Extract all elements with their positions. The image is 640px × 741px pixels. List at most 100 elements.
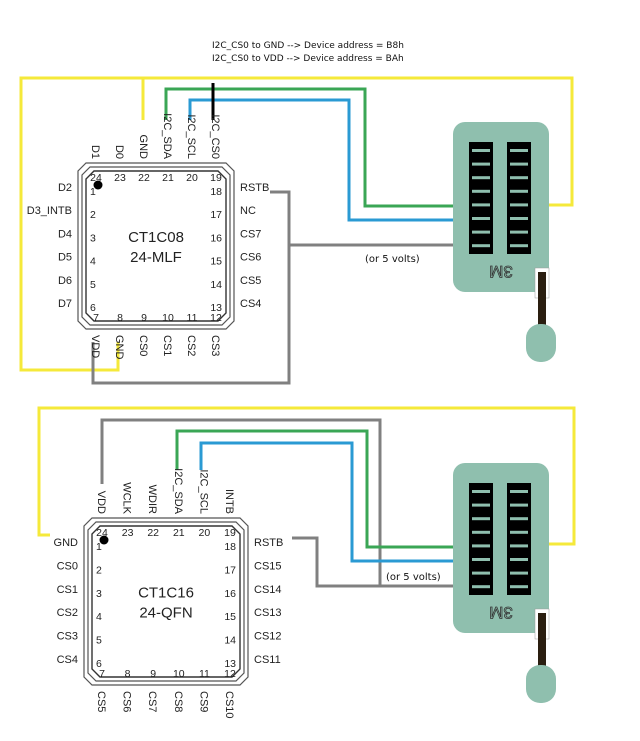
pin-label: I2C_CS0 xyxy=(209,114,221,159)
pin-number: 5 xyxy=(96,635,102,647)
pin-label: CS8 xyxy=(172,691,184,712)
chip-outline xyxy=(83,517,249,686)
socket-slot-column xyxy=(507,483,531,595)
pin-number: 20 xyxy=(199,527,211,539)
pin-label: D3_INTB xyxy=(27,205,72,217)
pin-label: CS1 xyxy=(161,335,173,356)
zif-socket-bottom: 3M xyxy=(453,463,556,703)
socket-contact xyxy=(510,244,528,248)
pin-label: CS1 xyxy=(57,584,78,596)
gnd-wire-top xyxy=(19,76,145,372)
pin-number: 9 xyxy=(150,668,156,680)
socket-contact xyxy=(510,517,528,521)
pin-label: RSTB xyxy=(254,537,283,549)
pin1-marker xyxy=(93,180,103,190)
pin-label: D7 xyxy=(58,298,72,310)
chip-die-outline xyxy=(91,525,241,678)
socket-contact xyxy=(510,162,528,166)
chip-ct1c08: CT1C0824-MLF24D123D022GND21I2C_SDA20I2C_… xyxy=(27,113,270,359)
pin-number: 7 xyxy=(93,312,99,324)
pin-label: CS12 xyxy=(254,631,282,643)
pin-label: I2C_SDA xyxy=(161,113,173,160)
socket-contact xyxy=(472,230,490,234)
pin-number: 10 xyxy=(162,312,174,324)
pin-label: D6 xyxy=(58,275,72,287)
scl-wire-bottom xyxy=(199,441,476,563)
chip-outline-inner xyxy=(87,521,245,682)
volts-note-top: (or 5 volts) xyxy=(365,254,420,265)
pin-label: D4 xyxy=(58,228,72,240)
pin-label: CS9 xyxy=(197,691,209,712)
chip-die-outline xyxy=(85,170,227,322)
socket-contact xyxy=(510,189,528,193)
pin-number: 10 xyxy=(173,668,185,680)
pin-number: 15 xyxy=(224,611,236,623)
pin-number: 24 xyxy=(96,527,108,539)
socket-contact xyxy=(472,490,490,493)
socket-contact xyxy=(510,149,528,152)
sda-wire-top xyxy=(164,87,474,208)
pin-label: I2C_SDA xyxy=(172,468,184,515)
socket-contact xyxy=(472,203,490,207)
pin-label: CS6 xyxy=(240,252,261,264)
pin-number: 22 xyxy=(147,527,159,539)
pin-number: 13 xyxy=(224,658,236,670)
pin-number: 3 xyxy=(90,232,96,244)
socket-contact xyxy=(510,176,528,180)
volts-note-bottom: (or 5 volts) xyxy=(386,572,441,583)
pin-label: CS3 xyxy=(57,631,78,643)
bottom-wires xyxy=(37,406,576,588)
lever-arm[interactable] xyxy=(538,613,546,675)
socket-contact xyxy=(472,571,490,575)
pin-number: 14 xyxy=(224,635,236,647)
pin-label: CS6 xyxy=(121,691,133,712)
pin-label: CS3 xyxy=(209,335,221,356)
pin-label: D2 xyxy=(58,182,72,194)
rstb-wire-top xyxy=(91,190,291,385)
chip-package: 24-MLF xyxy=(130,249,182,266)
gnd-wire-bottom xyxy=(37,406,576,546)
chip-name: CT1C08 xyxy=(128,229,184,246)
chip-outline-inner xyxy=(81,166,231,326)
pin-number: 11 xyxy=(187,312,198,324)
lever-handle[interactable] xyxy=(526,665,556,703)
pin-number: 17 xyxy=(224,564,236,576)
socket-contact xyxy=(472,149,490,152)
lever-handle[interactable] xyxy=(526,324,556,362)
pin-label: WCLK xyxy=(121,482,133,514)
socket-contact xyxy=(510,217,528,220)
socket-contact xyxy=(472,530,490,534)
socket-contact xyxy=(510,490,528,493)
socket-contact xyxy=(510,530,528,534)
pin-number: 22 xyxy=(138,172,150,184)
pin-number: 6 xyxy=(90,302,96,314)
pin-number: 15 xyxy=(210,256,222,268)
socket-contact xyxy=(472,244,490,248)
pin-label: INTB xyxy=(223,489,235,514)
rstb-wire-bottom xyxy=(292,536,380,588)
pin-number: 3 xyxy=(96,588,102,600)
pin-number: 23 xyxy=(122,527,134,539)
pin-number: 19 xyxy=(210,172,222,184)
socket-contact xyxy=(472,503,490,507)
pin-label: WDIR xyxy=(146,485,158,514)
lever-arm[interactable] xyxy=(538,272,546,334)
pin-label: GND xyxy=(113,335,125,360)
pin-number: 19 xyxy=(224,527,236,539)
socket-contact xyxy=(510,544,528,548)
pin-label: I2C_SCL xyxy=(197,469,209,514)
pin-label: CS10 xyxy=(223,691,235,719)
pin-label: CS0 xyxy=(57,560,78,572)
pin-label: D0 xyxy=(113,145,125,159)
pin-label: VDD xyxy=(89,335,101,358)
pin-number: 1 xyxy=(90,186,96,198)
pin-number: 4 xyxy=(96,611,102,623)
socket-brand-label: 3M xyxy=(489,603,513,622)
address-note-gnd: I2C_CS0 to GND --> Device address = B8h xyxy=(212,41,404,51)
pin-number: 8 xyxy=(125,668,131,680)
pin-label: CS2 xyxy=(185,335,197,356)
pin-number: 8 xyxy=(117,312,123,324)
pin-label: CS5 xyxy=(240,275,261,287)
vdd-wire-bottom xyxy=(100,418,474,588)
pin-label: CS4 xyxy=(57,654,78,666)
